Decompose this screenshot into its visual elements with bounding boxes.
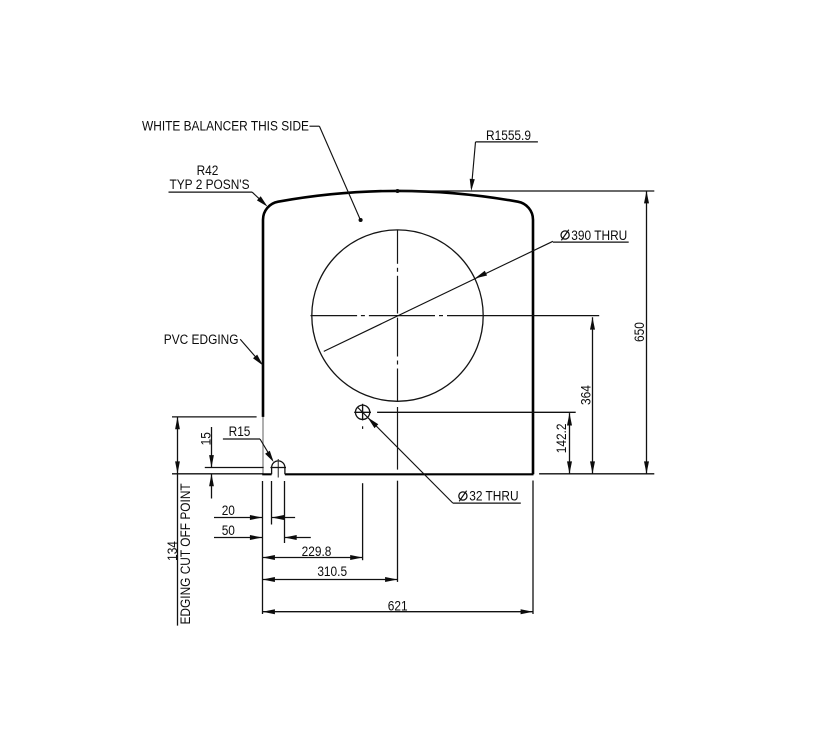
svg-text:134: 134 [164, 541, 180, 561]
svg-text:142.2: 142.2 [553, 424, 569, 454]
svg-text:621: 621 [388, 597, 408, 613]
svg-text:229.8: 229.8 [302, 543, 332, 559]
svg-text:R1555.9: R1555.9 [486, 127, 531, 143]
svg-text:15: 15 [198, 432, 214, 445]
svg-text:PVC EDGING: PVC EDGING [164, 331, 239, 347]
svg-text:TYP 2 POSN'S: TYP 2 POSN'S [169, 176, 249, 192]
svg-text:R42: R42 [197, 162, 219, 178]
svg-text:EDGING CUT OFF POINT: EDGING CUT OFF POINT [177, 483, 193, 624]
svg-text:R15: R15 [229, 423, 251, 439]
svg-text:20: 20 [222, 502, 235, 518]
svg-text:50: 50 [222, 522, 235, 538]
svg-text:390 THRU: 390 THRU [571, 227, 627, 243]
svg-text:364: 364 [577, 385, 593, 405]
svg-text:310.5: 310.5 [317, 563, 347, 579]
svg-text:650: 650 [631, 322, 647, 342]
svg-text:32 THRU: 32 THRU [469, 488, 518, 504]
svg-text:WHITE BALANCER THIS SIDE: WHITE BALANCER THIS SIDE [142, 118, 309, 134]
